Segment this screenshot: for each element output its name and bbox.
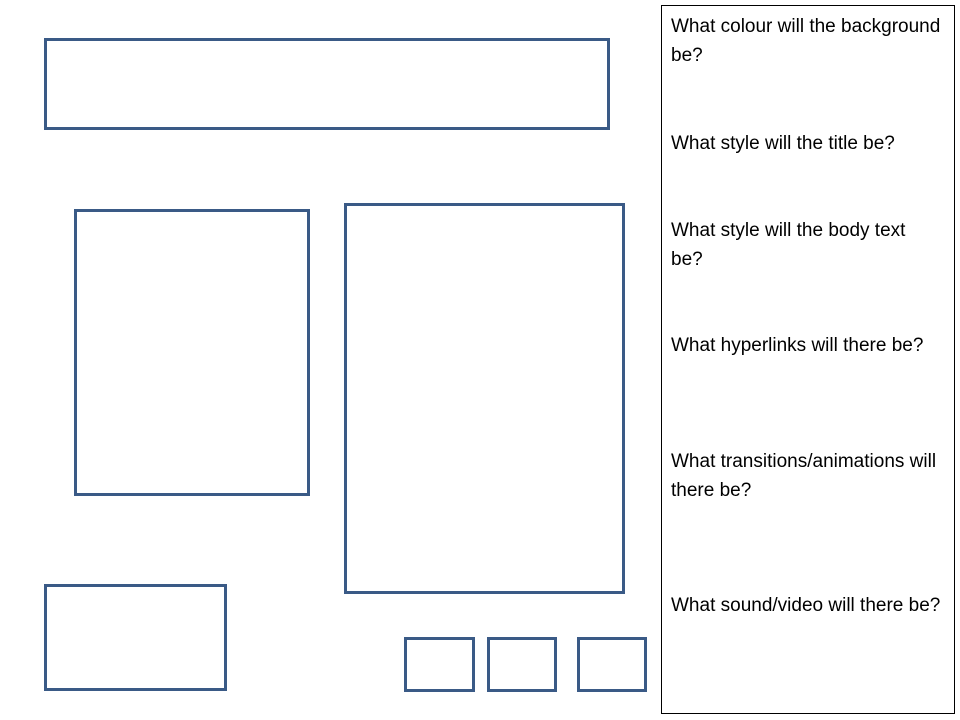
nav-button-placeholder-2: [487, 637, 557, 692]
bottom-left-placeholder-box: [44, 584, 227, 691]
question-title-style: What style will the title be?: [671, 133, 895, 154]
question-sound-video: What sound/video will there be?: [671, 595, 941, 616]
nav-button-placeholder-3: [577, 637, 647, 692]
question-body-text-style: What style will the body text be?: [671, 220, 906, 270]
planning-questions-panel: What colour will the background be? What…: [661, 5, 955, 714]
question-transitions-animations: What transitions/animations will there b…: [671, 451, 937, 501]
question-hyperlinks: What hyperlinks will there be?: [671, 335, 924, 356]
center-content-placeholder-box: [344, 203, 625, 594]
title-placeholder-box: [44, 38, 610, 130]
left-content-placeholder-box: [74, 209, 310, 496]
nav-button-placeholder-1: [404, 637, 475, 692]
question-background-colour: What colour will the background be?: [671, 16, 941, 66]
